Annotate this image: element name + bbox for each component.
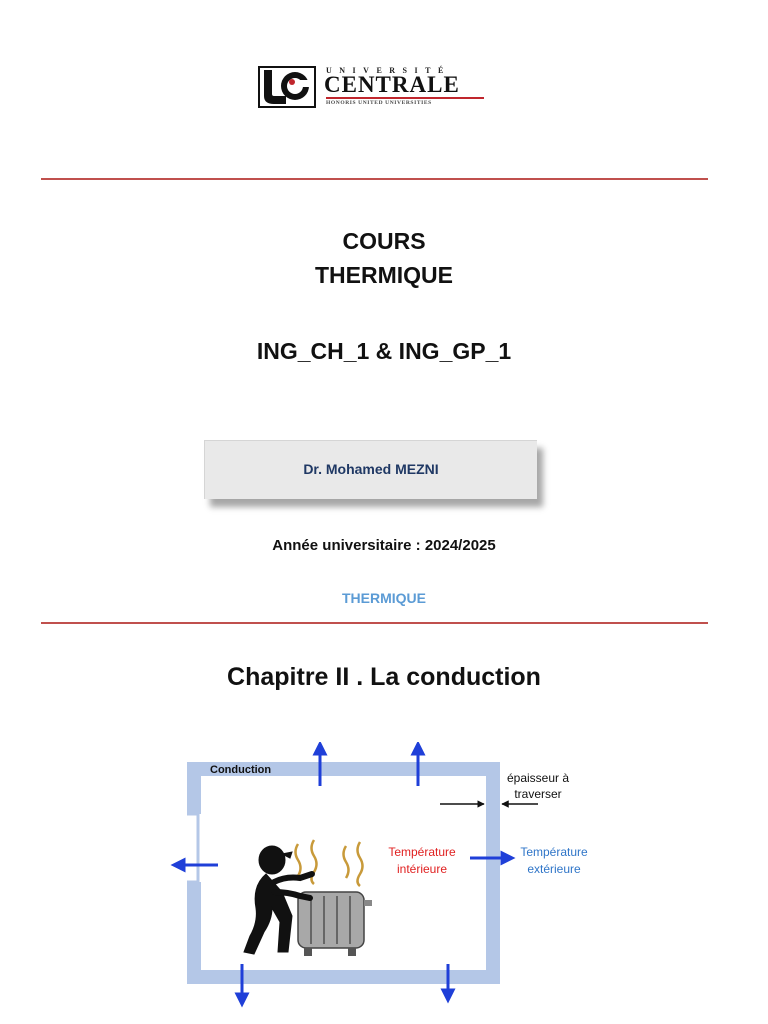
logo-sub-text: HONORIS UNITED UNIVERSITIES	[326, 100, 432, 106]
author-box: Dr. Mohamed MEZNI	[204, 440, 537, 499]
heat-wave-icon	[342, 845, 350, 879]
logo-top-text: UNIVERSITÉ	[326, 66, 451, 75]
academic-year: Année universitaire : 2024/2025	[272, 537, 496, 554]
heat-wave-icon	[356, 841, 364, 887]
page-header: THERMIQUE	[342, 590, 426, 606]
wall	[187, 762, 500, 984]
top-divider	[41, 178, 708, 180]
logo-main-text: CENTRALE	[324, 72, 460, 97]
heat-wave-icon	[310, 839, 318, 885]
heat-wave-icon	[294, 843, 302, 877]
author-name: Dr. Mohamed MEZNI	[303, 461, 439, 477]
label-conduction: Conduction	[210, 764, 271, 776]
header-divider	[41, 622, 708, 624]
label-outer-temp-line1: Température	[520, 845, 588, 859]
label-inner-temp-line2: intérieure	[397, 862, 447, 876]
logo-emblem-icon	[258, 66, 316, 108]
cover-title-line1: COURS	[342, 228, 426, 254]
person-icon	[243, 845, 315, 955]
radiator-icon	[297, 891, 372, 956]
label-outer-temp-line2: extérieure	[527, 862, 581, 876]
cover-programs: ING_CH_1 & ING_GP_1	[256, 338, 512, 364]
logo-divider	[326, 97, 484, 99]
conduction-figure: Conduction épaisseur à traverser Tempéra…	[170, 740, 598, 1010]
label-thickness-line1: épaisseur à	[507, 771, 569, 785]
cover-title-line2: THERMIQUE	[315, 262, 453, 288]
wall-opening	[187, 812, 200, 884]
university-logo: UNIVERSITÉ CENTRALE HONORIS UNITED UNIVE…	[258, 66, 488, 110]
conduction-diagram: Conduction épaisseur à traverser Tempéra…	[170, 740, 598, 1010]
chapter-title: Chapitre II . La conduction	[227, 663, 541, 691]
label-inner-temp-line1: Température	[388, 845, 456, 859]
label-thickness-line2: traverser	[514, 787, 561, 801]
